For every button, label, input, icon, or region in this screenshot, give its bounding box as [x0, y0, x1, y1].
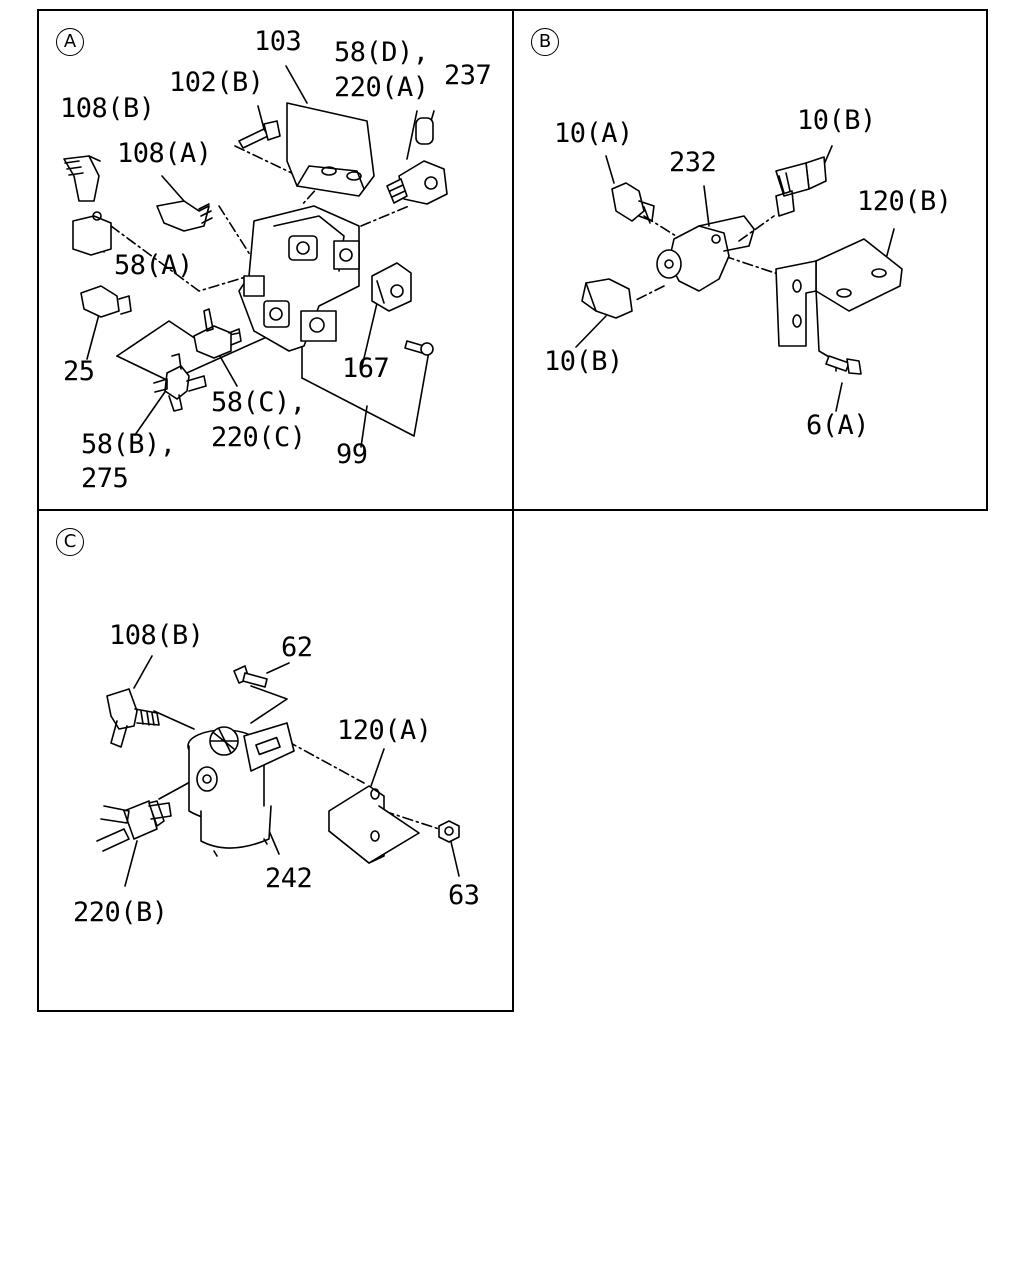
callout-275: 275 [81, 463, 129, 494]
callout-99: 99 [336, 439, 368, 470]
panel-letter-b: B [531, 28, 559, 56]
callout-108b: 108(B) [109, 620, 204, 651]
callout-242: 242 [265, 863, 313, 894]
callout-25: 25 [63, 356, 95, 387]
callout-10a: 10(A) [554, 118, 633, 149]
callout-108a: 108(A) [117, 138, 212, 169]
callout-10b-bottom: 10(B) [544, 346, 623, 377]
callout-6a: 6(A) [806, 410, 870, 441]
callout-237: 237 [444, 60, 492, 91]
callout-103: 103 [254, 26, 302, 57]
callout-220c: 220(C) [211, 422, 306, 453]
callout-167: 167 [342, 353, 390, 384]
panel-a: A [37, 9, 514, 511]
callout-120b: 120(B) [857, 186, 952, 217]
callout-58a: 58(A) [114, 250, 193, 281]
panel-letter-c: C [56, 528, 84, 556]
callout-58c: 58(C), [211, 387, 306, 418]
panel-a-drawing [63, 65, 448, 448]
callout-220a: 220(A) [334, 72, 429, 103]
callout-58d: 58(D), [334, 37, 429, 68]
callout-58b: 58(B), [81, 429, 176, 460]
callout-63: 63 [448, 880, 480, 911]
panel-b: B [512, 9, 988, 511]
callout-62: 62 [281, 632, 313, 663]
panel-c-drawing [96, 655, 460, 887]
callout-120a: 120(A) [337, 715, 432, 746]
panel-b-drawing [575, 145, 903, 412]
panel-letter-a: A [56, 28, 84, 56]
callout-102b: 102(B) [169, 67, 264, 98]
callout-220b: 220(B) [73, 897, 168, 928]
callout-232: 232 [669, 147, 717, 178]
panel-c: C [37, 509, 514, 1012]
callout-10b-top: 10(B) [797, 105, 876, 136]
callout-108b: 108(B) [60, 93, 155, 124]
